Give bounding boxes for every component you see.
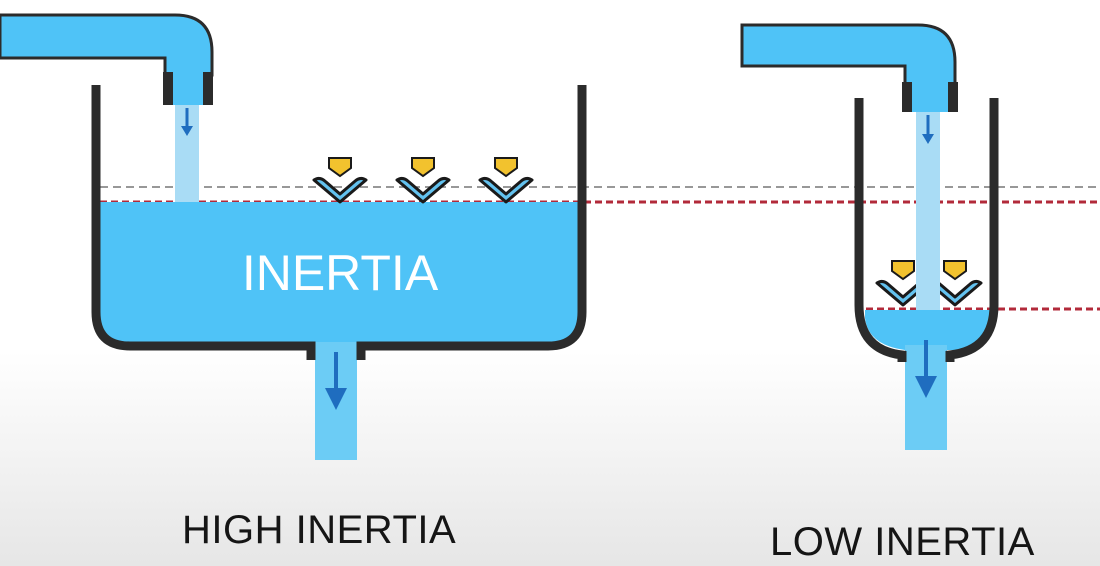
left-outlet-arrow-icon xyxy=(325,352,347,410)
right-outlet-arrow-icon xyxy=(915,340,937,398)
tank-label: INERTIA xyxy=(242,245,439,301)
left-float-3 xyxy=(478,157,534,204)
left-stream-arrow-icon xyxy=(181,108,193,136)
right-inlet-pipe xyxy=(740,23,958,112)
left-float-2 xyxy=(395,157,451,204)
high-inertia-caption: HIGH INERTIA xyxy=(182,508,457,552)
left-tank xyxy=(91,85,587,460)
right-float-2 xyxy=(927,260,983,307)
left-inlet-pipe xyxy=(0,13,214,105)
low-inertia-caption: LOW INERTIA xyxy=(770,520,1035,564)
left-float-1 xyxy=(312,157,368,204)
right-inflow-stream xyxy=(916,112,940,310)
right-stream-arrow-icon xyxy=(922,115,934,144)
